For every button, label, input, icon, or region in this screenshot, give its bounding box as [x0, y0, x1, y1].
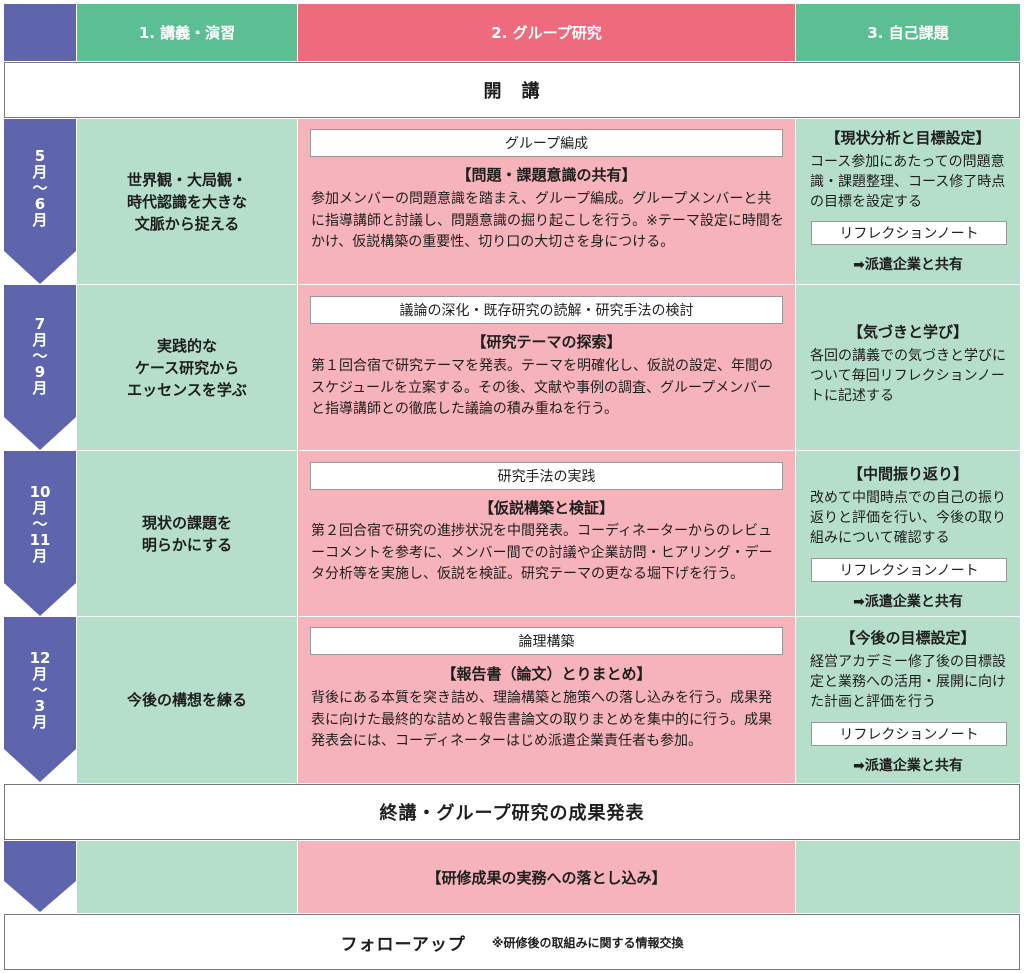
period-arrow-4 [4, 617, 76, 782]
closing-banner: 終講・グループ研究の成果発表 [4, 784, 1020, 840]
group-phase-box-4: 論理構築 [310, 627, 783, 655]
period-arrow-3 [4, 451, 76, 616]
self-cell-2 [796, 285, 1020, 450]
lecture-cell-post [77, 841, 297, 913]
share-label-3: ➡派遣企業と共有 [853, 594, 963, 610]
header-col-self-task: 3. 自己課題 [796, 4, 1020, 61]
self-title-2: 【気づきと学び】 [847, 323, 968, 341]
header-corner [4, 4, 76, 61]
group-phase-box-2: 議論の深化・既存研究の読解・研究手法の検討 [310, 296, 783, 324]
self-cell-4 [796, 617, 1020, 783]
group-text-2: 第１回合宿で研究テーマを発表。テーマを明確化し、仮説の設定、年間のスケジュールを… [311, 358, 773, 417]
period-arrow-post [4, 841, 76, 912]
followup-title: フォローアップ [340, 934, 466, 955]
lecture-cell-4: 今後の構想を練る [77, 617, 297, 783]
self-text-3: 改めて中間時点での自己の振り返りと評価を行い、今後の取り組みについて確認する [810, 490, 1006, 546]
self-text-1: コース参加にあたっての問題意識・課題整理、コース修了時点の目標を設定する [810, 154, 1006, 210]
period-arrow-2 [4, 285, 76, 450]
self-title-1: 【現状分析と目標設定】 [825, 129, 991, 147]
lecture-cell-2: 実践的な ケース研究から エッセンスを学ぶ [77, 285, 297, 450]
lecture-cell-1: 世界観・大局観・ 時代認識を大きな 文脈から捉える [77, 119, 297, 284]
post-group-title: 【研修成果の実務への落とし込み】 [426, 868, 667, 887]
period-arrow-1 [4, 119, 76, 284]
self-cell-post [796, 841, 1020, 913]
reflection-note-box-1: リフレクションノート [811, 221, 1007, 245]
self-cell-1 [796, 119, 1020, 284]
self-title-3: 【中間振り返り】 [847, 465, 968, 483]
opening-banner: 開 講 [4, 62, 1020, 118]
followup-banner: フォローアップ ※研修後の取組みに関する情報交換 [4, 914, 1020, 970]
group-text-1: 参加メンバーの問題意識を踏まえ、グループ編成。グループメンバーと共に指導講師と討… [311, 191, 784, 250]
group-title-2: 【研究テーマの探索】 [471, 333, 622, 351]
lecture-cell-3: 現状の課題を 明らかにする [77, 451, 297, 616]
group-text-3: 第２回合宿で研究の進捗状況を中間発表。コーディネーターからのレビューコメントを参… [311, 523, 773, 582]
group-title-1: 【問題・課題意識の共有】 [456, 166, 637, 184]
group-title-4: 【報告書（論文）とりまとめ】 [441, 665, 652, 683]
share-label-1: ➡派遣企業と共有 [853, 257, 963, 273]
group-phase-box-1: グループ編成 [310, 129, 783, 157]
header-col-lecture: 1. 講義・演習 [77, 4, 297, 61]
group-title-3: 【仮説構築と検証】 [478, 499, 614, 517]
group-text-4: 背後にある本質を突き詰め、理論構築と施策への落し込みを行う。成果発表に向けた最終… [311, 690, 773, 749]
group-phase-box-3: 研究手法の実践 [310, 462, 783, 490]
reflection-note-box-4: リフレクションノート [811, 722, 1007, 746]
group-cell-post: 【研修成果の実務への落とし込み】 [298, 841, 795, 913]
header-col-group-research: 2. グループ研究 [298, 4, 795, 61]
reflection-note-box-3: リフレクションノート [811, 558, 1007, 582]
self-text-2: 各回の講義での気づきと学びについて毎回リフレクションノートに記述する [810, 348, 1006, 404]
self-text-4: 経営アカデミー修了後の目標設定と業務への活用・展開に向けた計画と評価を行う [810, 654, 1006, 710]
share-label-4: ➡派遣企業と共有 [853, 758, 963, 774]
followup-note: ※研修後の取組みに関する情報交換 [491, 935, 684, 950]
self-title-4: 【今後の目標設定】 [840, 629, 976, 647]
self-cell-3 [796, 451, 1020, 616]
